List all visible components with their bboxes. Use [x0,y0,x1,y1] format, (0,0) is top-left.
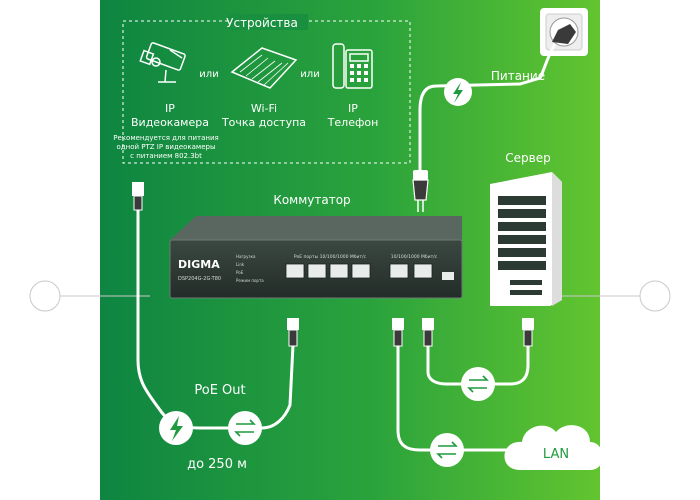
poe-distance-label: до 250 м [187,457,247,472]
switch-port-5 [389,263,409,279]
rj45-connector-switch-lan [392,318,404,347]
server-data-badge [461,367,495,401]
switch-port-2 [307,263,327,279]
lan-cable [396,345,520,452]
switch-label: Коммутатор [273,193,350,207]
wifi-access-point-icon [230,47,298,89]
ip-phone-icon [332,43,373,89]
uplink-ports [389,263,433,279]
decor-circle-right [639,280,671,312]
bidirectional-arrows-icon-server [467,375,489,393]
poe-ports-label: PoE порты 10/100/1000 Мбит/с [294,254,367,260]
poe-data-badge [228,411,262,445]
svg-text:PoE: PoE [236,270,244,275]
rj45-connector-server [522,318,534,347]
lightning-icon [453,82,463,103]
power-socket-icon [540,8,588,56]
rj45-connector-left [132,182,144,211]
or-label-2: или [300,69,319,80]
server-rack-icon [490,172,562,306]
rj45-connector-switch-server [422,318,434,347]
switch-led-legend: Нагрузка Link PoE Режим порта [236,254,264,283]
switch-port-6 [413,263,433,279]
svg-text:Link: Link [236,262,245,267]
power-cable [418,43,557,172]
switch-port-4 [351,263,371,279]
switch-port-1 [285,263,305,279]
switch-dip-toggle [442,272,454,280]
svg-text:Нагрузка: Нагрузка [236,254,256,259]
or-label-1: или [199,69,218,80]
camera-label-line1: IP [165,102,175,115]
switch-model: DSP204G-2G-T80 [178,276,221,282]
power-plug-icon [412,170,429,212]
devices-frame [122,20,411,164]
switch-device: DIGMA DSP204G-2G-T80 Нагрузка Link PoE Р… [169,216,463,299]
wifi-label-line1: Wi-Fi [251,102,277,115]
poe-note-line2: одной PTZ IP видеокамеры [117,143,216,151]
lan-label: LAN [543,447,569,462]
server-label: Сервер [505,151,550,165]
devices-title: Устройства [226,16,298,30]
phone-label-line2: Телефон [327,116,379,129]
bidirectional-arrows-icon [234,419,256,437]
lightning-icon-poe [170,416,183,441]
poe-ports [285,263,371,279]
power-label: Питание [491,69,545,83]
decor-circle-left [29,280,61,312]
switch-port-3 [329,263,349,279]
svg-text:Режим порта: Режим порта [236,278,264,283]
bidirectional-arrows-icon-lan [436,441,458,459]
poe-note-line1: Рекомендуется для питания [113,134,218,142]
poe-out-label: PoE Out [194,383,245,398]
lan-cloud-icon [504,425,603,470]
uplink-label: 10/100/1000 Мбит/с [391,254,438,260]
switch-brand: DIGMA [178,258,220,271]
poe-note-line3: с питанием 802.3bt [130,152,202,160]
lan-data-badge [430,433,464,467]
phone-label-line1: IP [348,102,358,115]
camera-label-line2: Видеокамера [131,116,209,129]
cctv-camera-icon [139,42,186,83]
rj45-connector-switch-poe [287,318,299,347]
wifi-label-line2: Точка доступа [221,116,306,129]
